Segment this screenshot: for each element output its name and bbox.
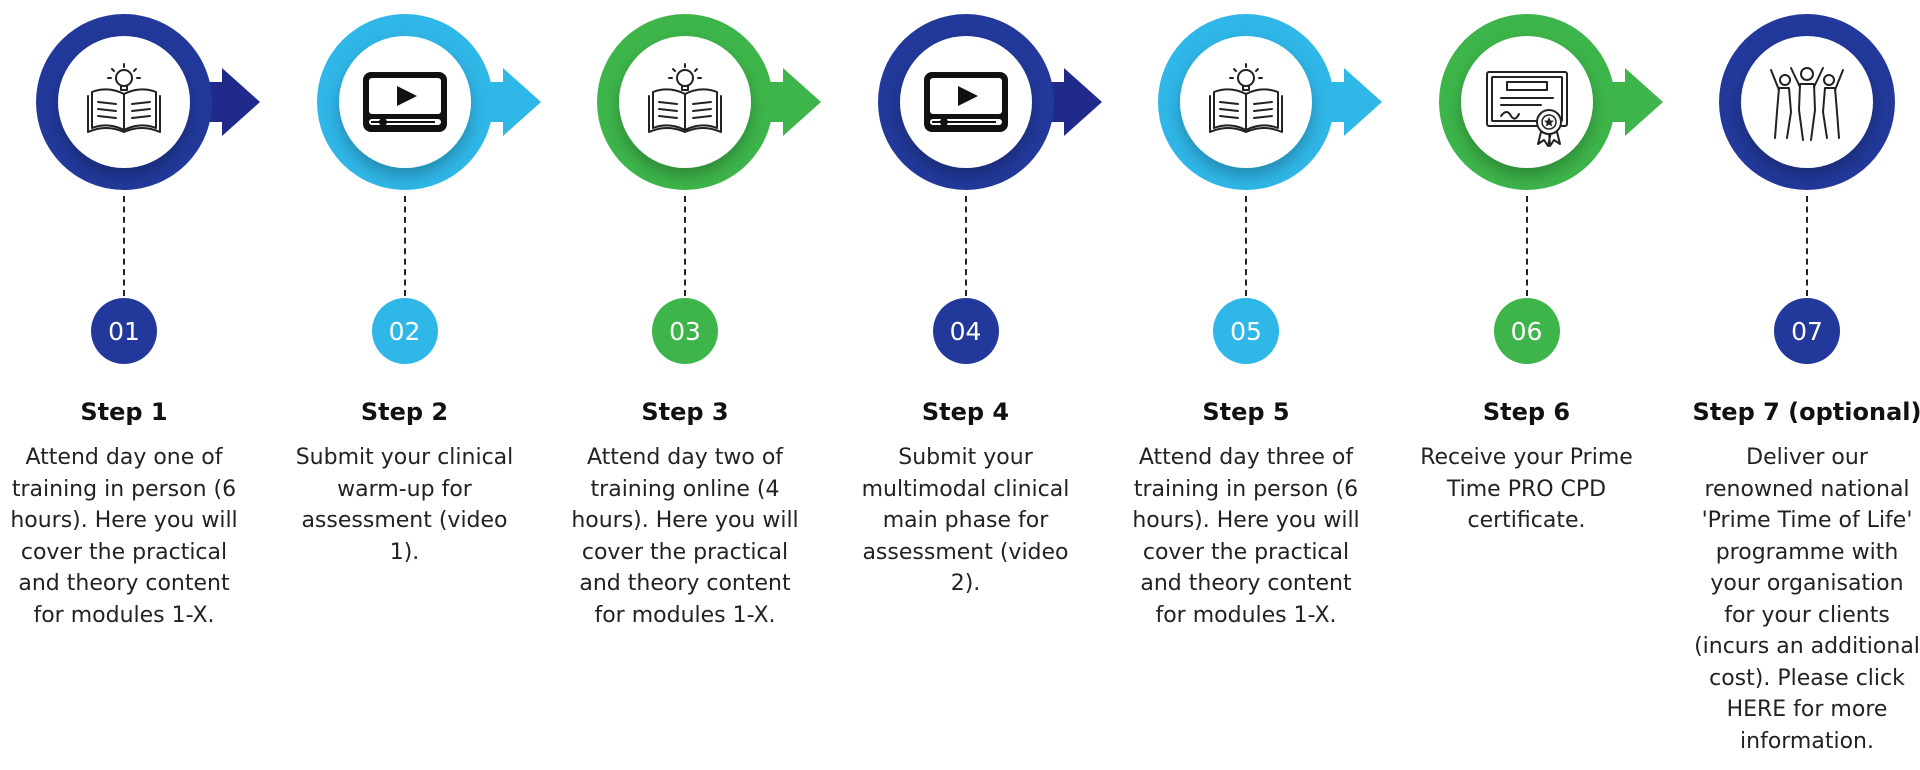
step-2-ring xyxy=(289,0,541,210)
step-3-number-badge: 03 xyxy=(652,298,718,364)
step-1-ring xyxy=(8,0,260,210)
step-3-connector xyxy=(684,196,686,296)
step-5: 05 Step 5 Attend day three of training i… xyxy=(1130,0,1382,770)
step-2-ring-graphic xyxy=(316,14,541,190)
step-7-inner-circle xyxy=(1741,36,1873,168)
step-1-title: Step 1 xyxy=(80,398,168,426)
step-6-connector xyxy=(1525,196,1528,296)
step-6-ring xyxy=(1411,0,1663,210)
step-1-number-badge: 01 xyxy=(91,298,157,364)
step-7-ring xyxy=(1691,0,1920,210)
step-6: 06 Step 6 Receive your Prime Time PRO CP… xyxy=(1411,0,1663,770)
step-4-number-badge: 04 xyxy=(932,298,999,364)
step-4-connector xyxy=(964,196,967,296)
step-4-description: Submit your multimodal clinical main pha… xyxy=(861,445,1070,596)
step-6-number-badge: 06 xyxy=(1493,298,1560,364)
step-5-number-badge: 05 xyxy=(1213,298,1279,364)
step-3: 03 Step 3 Attend day two of training onl… xyxy=(569,0,821,770)
step-6-description: Receive your Prime Time PRO CPD certific… xyxy=(1420,445,1633,533)
step-5-connector xyxy=(1245,196,1247,296)
step-1-connector xyxy=(123,196,125,296)
step-6-ring-graphic xyxy=(1438,14,1663,190)
step-2-description: Submit your clinical warm-up for assessm… xyxy=(295,445,514,565)
step-5-ring-graphic xyxy=(1158,14,1382,190)
step-7-connector xyxy=(1806,196,1808,296)
step-3-ring xyxy=(569,0,821,210)
step-2: 02 Step 2 Submit your clinical warm-up f… xyxy=(289,0,541,770)
step-4-ring xyxy=(850,0,1102,210)
step-7-ring-graphic xyxy=(1719,14,1895,190)
step-5-ring xyxy=(1130,0,1382,210)
step-7: 07 Step 7 (optional) Deliver our renowne… xyxy=(1691,0,1920,770)
open-book-lightbulb-icon xyxy=(1209,63,1283,133)
step-2-number-badge: 02 xyxy=(371,298,438,364)
step-4-ring-graphic xyxy=(877,14,1102,190)
step-3-ring-graphic xyxy=(597,14,821,190)
video-player-icon xyxy=(362,72,447,132)
step-6-inner-circle xyxy=(1460,36,1593,168)
step-4-title: Step 4 xyxy=(921,398,1010,426)
step-1-description: Attend day one of training in person (6 … xyxy=(10,445,238,628)
step-3-title: Step 3 xyxy=(641,398,729,426)
step-6-title: Step 6 xyxy=(1482,398,1571,426)
group-celebrating-icon xyxy=(1770,67,1844,141)
step-4: 04 Step 4 Submit your multimodal clinica… xyxy=(850,0,1102,770)
open-book-lightbulb-icon xyxy=(87,63,161,133)
video-player-icon xyxy=(923,72,1008,132)
step-7-number-badge: 07 xyxy=(1774,298,1840,364)
certificate-icon xyxy=(1485,71,1568,147)
step-2-connector xyxy=(403,196,406,296)
step-2-title: Step 2 xyxy=(360,398,449,426)
step-1-ring-graphic xyxy=(36,14,260,190)
step-5-description: Attend day three of training in person (… xyxy=(1132,445,1360,628)
open-book-lightbulb-icon xyxy=(648,63,722,133)
step-1: 01 Step 1 Attend day one of training in … xyxy=(8,0,260,770)
step-3-description: Attend day two of training online (4 hou… xyxy=(571,445,799,628)
step-7-description: Deliver our renowned national 'Prime Tim… xyxy=(1694,445,1920,754)
step-5-title: Step 5 xyxy=(1202,398,1290,426)
step-7-title: Step 7 (optional) xyxy=(1692,398,1920,426)
